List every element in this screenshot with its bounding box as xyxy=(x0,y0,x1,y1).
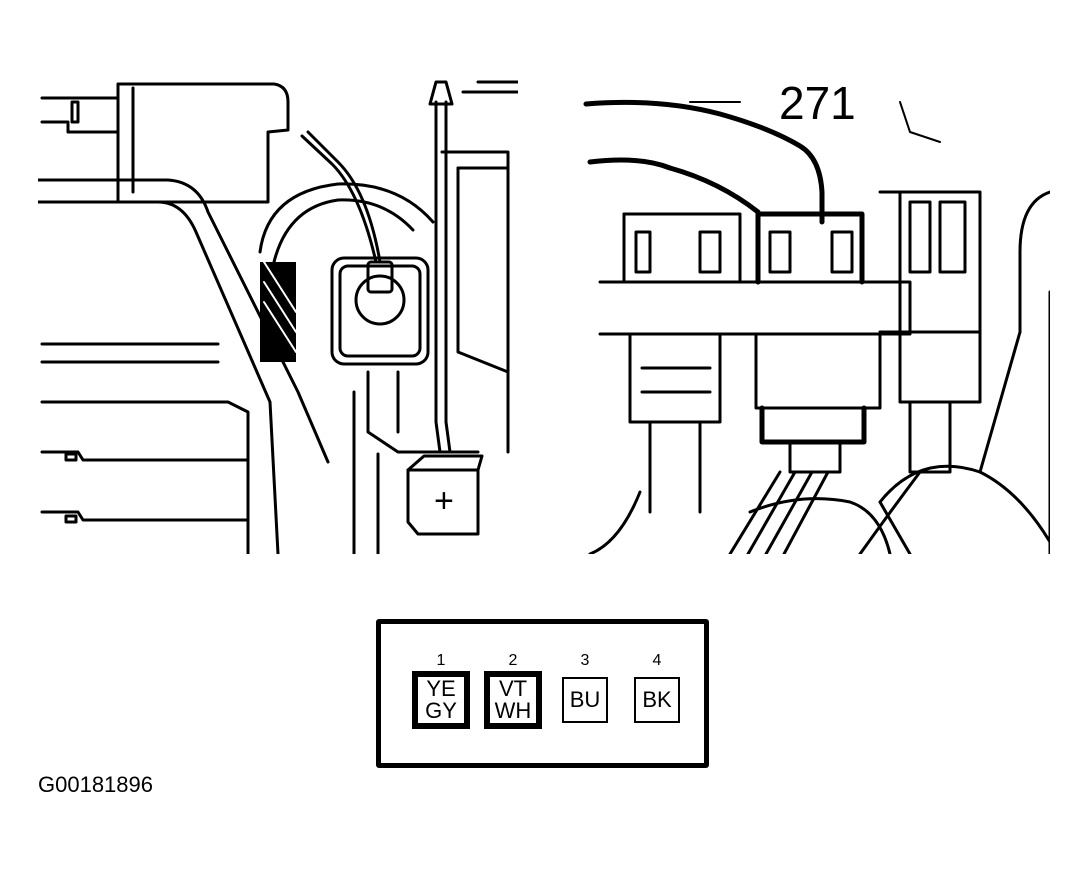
pin-number: 3 xyxy=(580,652,590,669)
pin-color-line2: GY xyxy=(425,698,457,723)
pin-number: 2 xyxy=(508,652,518,669)
figure-id: G00181896 xyxy=(38,772,153,797)
callout-number: 271 xyxy=(779,77,856,129)
pin-color-cell: BU xyxy=(562,677,608,723)
pin-1: 1 YE GY xyxy=(409,652,473,729)
pin-number: 4 xyxy=(652,652,662,669)
pin-color-cell: VT WH xyxy=(484,671,542,729)
pin-color-cell: BK xyxy=(634,677,680,723)
pin-color-line2: WH xyxy=(494,698,532,723)
pin-color-line1: YE xyxy=(426,676,456,701)
pin-number: 1 xyxy=(436,652,446,669)
pin-color-cell: YE GY xyxy=(412,671,470,729)
battery-plus-label: + xyxy=(434,482,454,520)
pin-3: 3 BU xyxy=(553,652,617,723)
connector-illustration-right xyxy=(580,72,1050,554)
engine-bay-illustration-left: + xyxy=(38,72,518,554)
connector-pinout-box: 1 YE GY 2 VT WH 3 BU 4 BK xyxy=(376,619,709,768)
pin-4: 4 BK xyxy=(625,652,689,723)
pin-color-line1: VT xyxy=(498,676,528,701)
pin-color-line1: BK xyxy=(642,687,672,712)
pin-2: 2 VT WH xyxy=(481,652,545,729)
pin-color-line1: BU xyxy=(569,687,601,712)
